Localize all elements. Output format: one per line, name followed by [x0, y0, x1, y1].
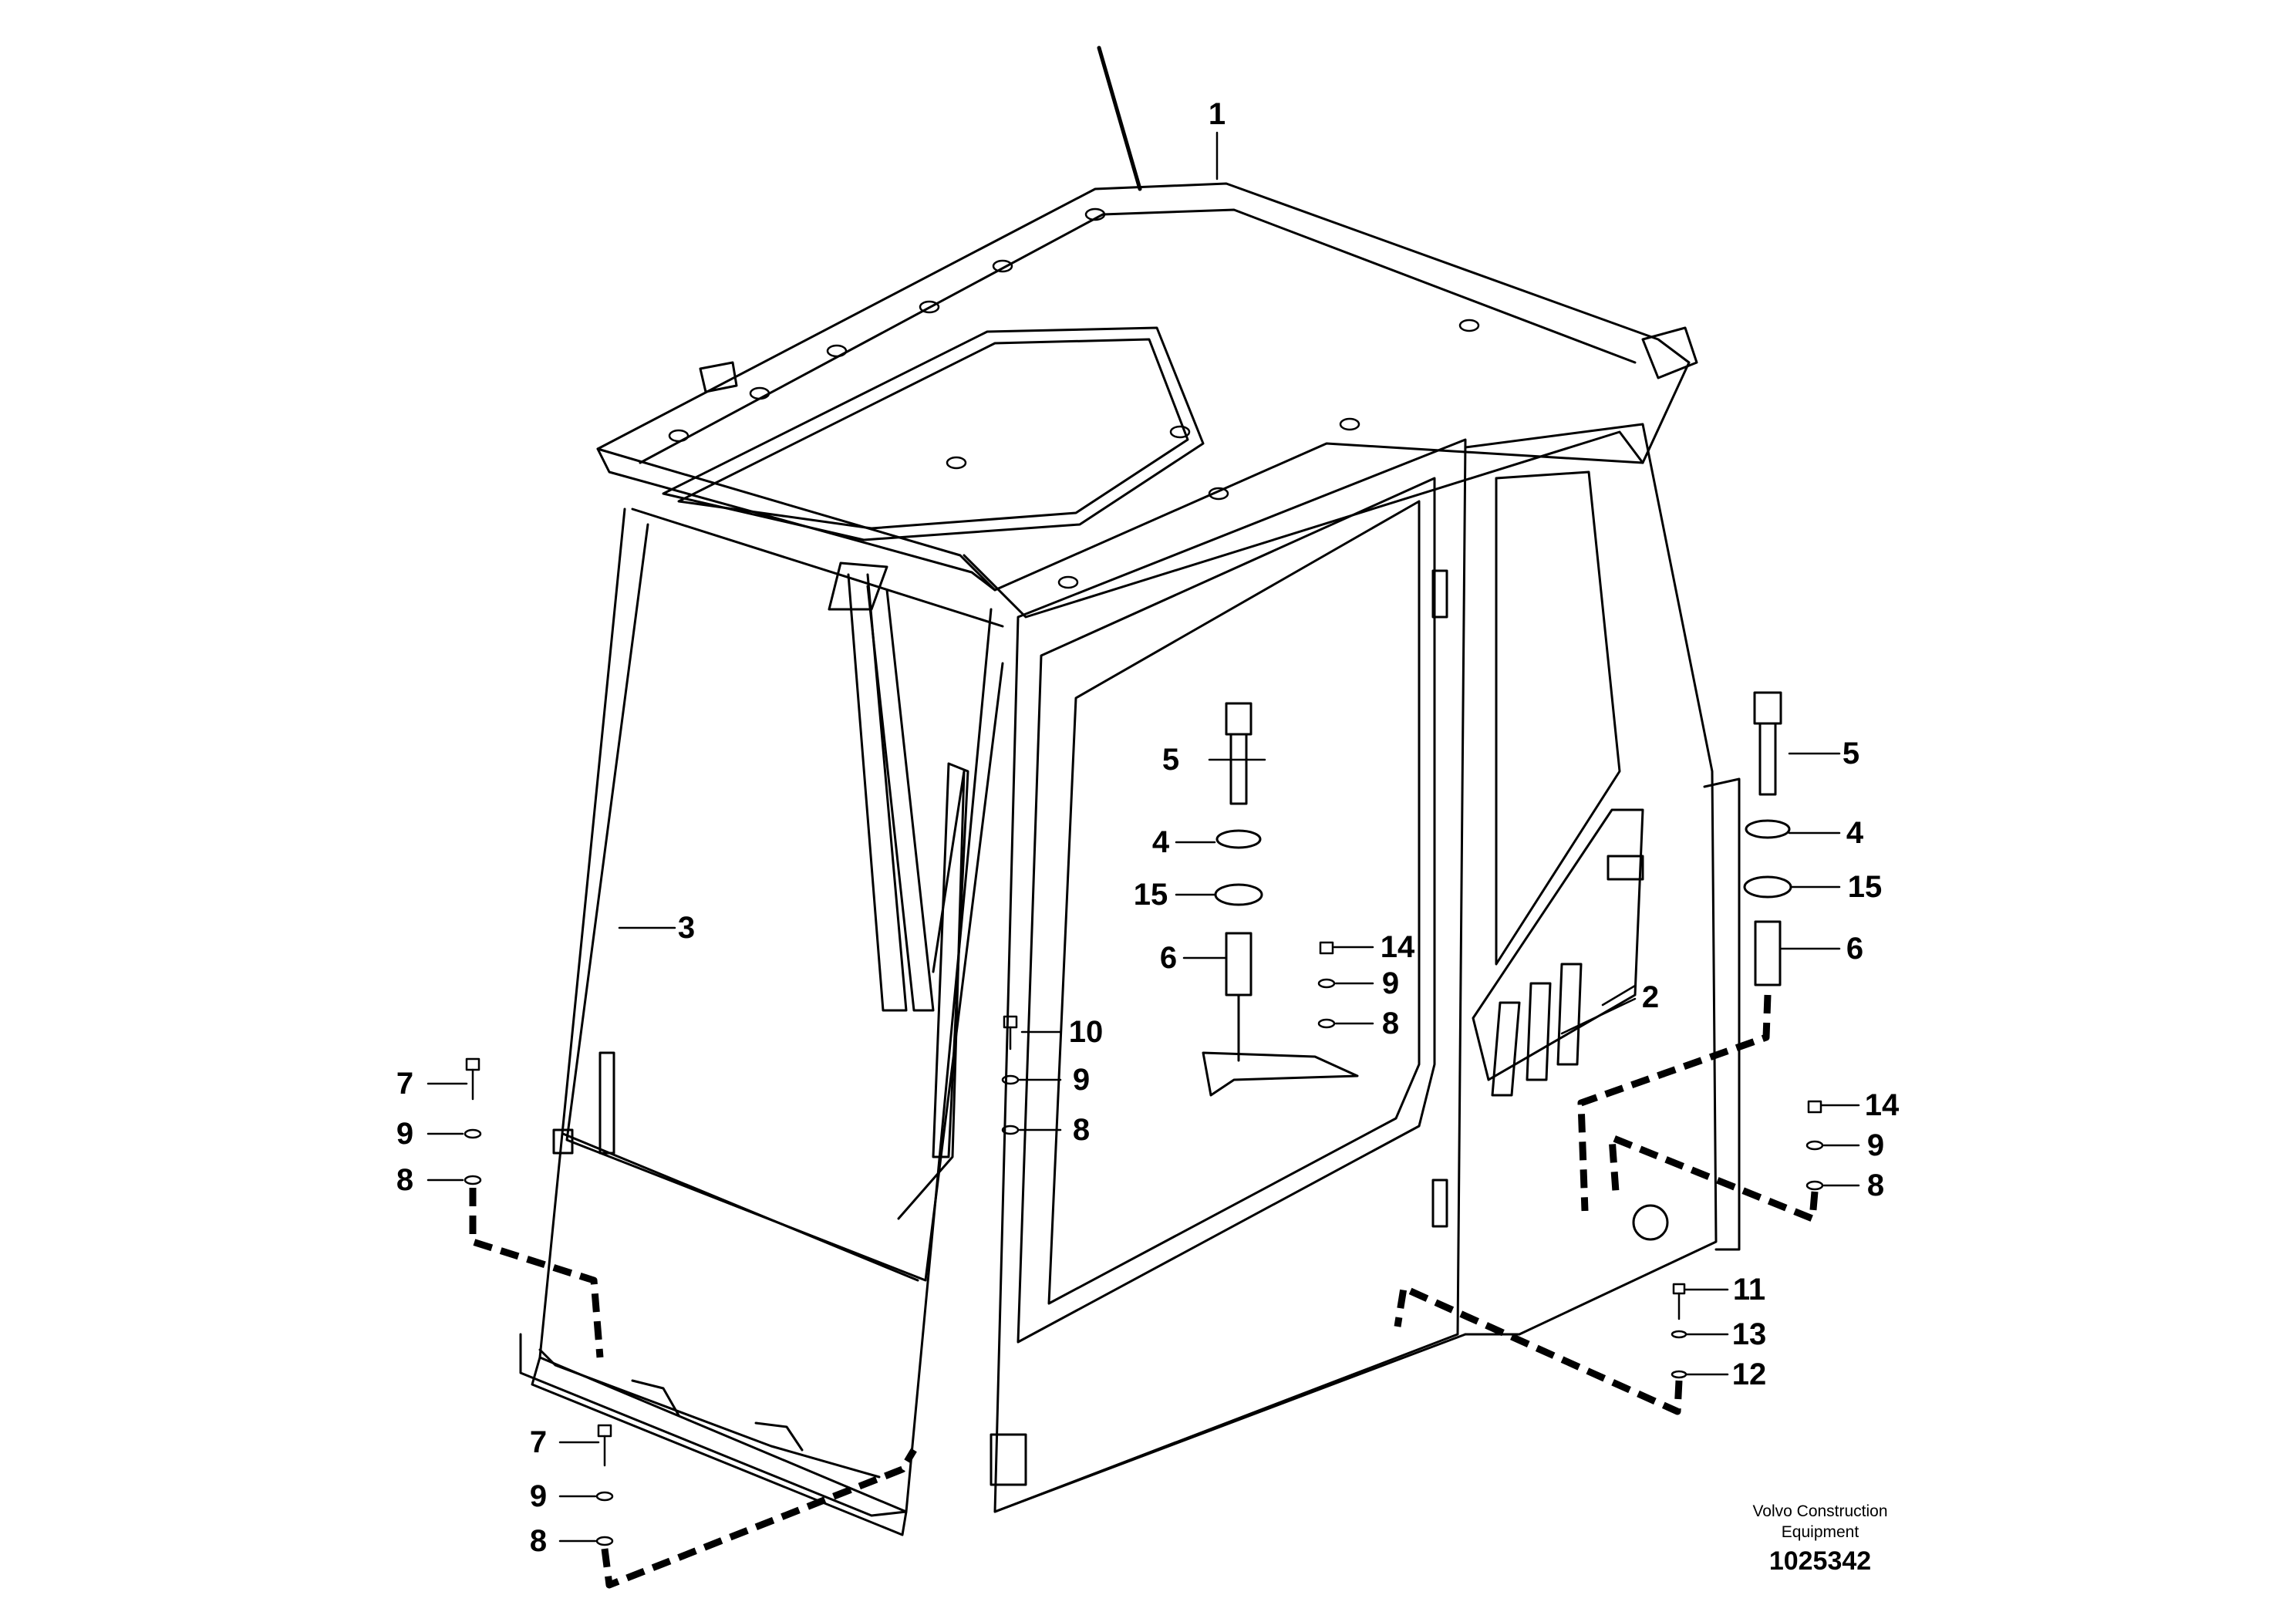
callout-4: 4: [1151, 825, 1170, 859]
callout-9: 9: [529, 1479, 548, 1513]
mount-hardware-right: [1743, 691, 1792, 986]
callout-12: 12: [1731, 1357, 1767, 1391]
mount-hardware-left: [1214, 702, 1263, 1062]
callout-4: 4: [1846, 816, 1864, 850]
callout-14: 14: [1864, 1088, 1900, 1122]
callout-9: 9: [1072, 1063, 1091, 1097]
leader-lines: [426, 131, 1860, 1543]
callout-8: 8: [529, 1524, 548, 1558]
dashed-routing-lines: [469, 994, 1819, 1589]
callout-6: 6: [1846, 932, 1864, 966]
callout-5: 5: [1842, 737, 1860, 771]
callout-8: 8: [396, 1163, 414, 1197]
front-window-frame: [531, 508, 1004, 1536]
drawing-number: 1025342: [1768, 1546, 1872, 1576]
callout-7: 7: [529, 1425, 548, 1459]
callout-15: 15: [1847, 870, 1883, 904]
callout-9: 9: [1381, 966, 1400, 1000]
callout-5: 5: [1161, 743, 1180, 777]
manufacturer-caption-line-2: Equipment: [1781, 1523, 1859, 1541]
antenna: [1097, 46, 1142, 191]
cab-base: [519, 1051, 1359, 1517]
callout-3: 3: [677, 911, 696, 945]
manufacturer-caption-line-1: Volvo Construction: [1752, 1502, 1888, 1520]
cab-side-door: [990, 438, 1467, 1513]
callout-9: 9: [1866, 1128, 1885, 1162]
callout-15: 15: [1133, 878, 1168, 912]
callout-7: 7: [396, 1067, 414, 1101]
callout-2: 2: [1641, 980, 1660, 1014]
callout-10: 10: [1068, 1015, 1104, 1049]
callout-6: 6: [1159, 941, 1178, 975]
callout-14: 14: [1380, 930, 1415, 964]
callout-8: 8: [1072, 1113, 1091, 1147]
callout-9: 9: [396, 1117, 414, 1151]
callout-11: 11: [1732, 1273, 1766, 1307]
callout-1: 1: [1208, 97, 1226, 131]
cab-roof: [596, 182, 1698, 619]
callout-8: 8: [1866, 1168, 1885, 1202]
wiper-assembly: [828, 561, 969, 1220]
cab-rear-panel: [1464, 423, 1741, 1336]
callout-8: 8: [1381, 1007, 1400, 1040]
callout-13: 13: [1731, 1317, 1767, 1351]
